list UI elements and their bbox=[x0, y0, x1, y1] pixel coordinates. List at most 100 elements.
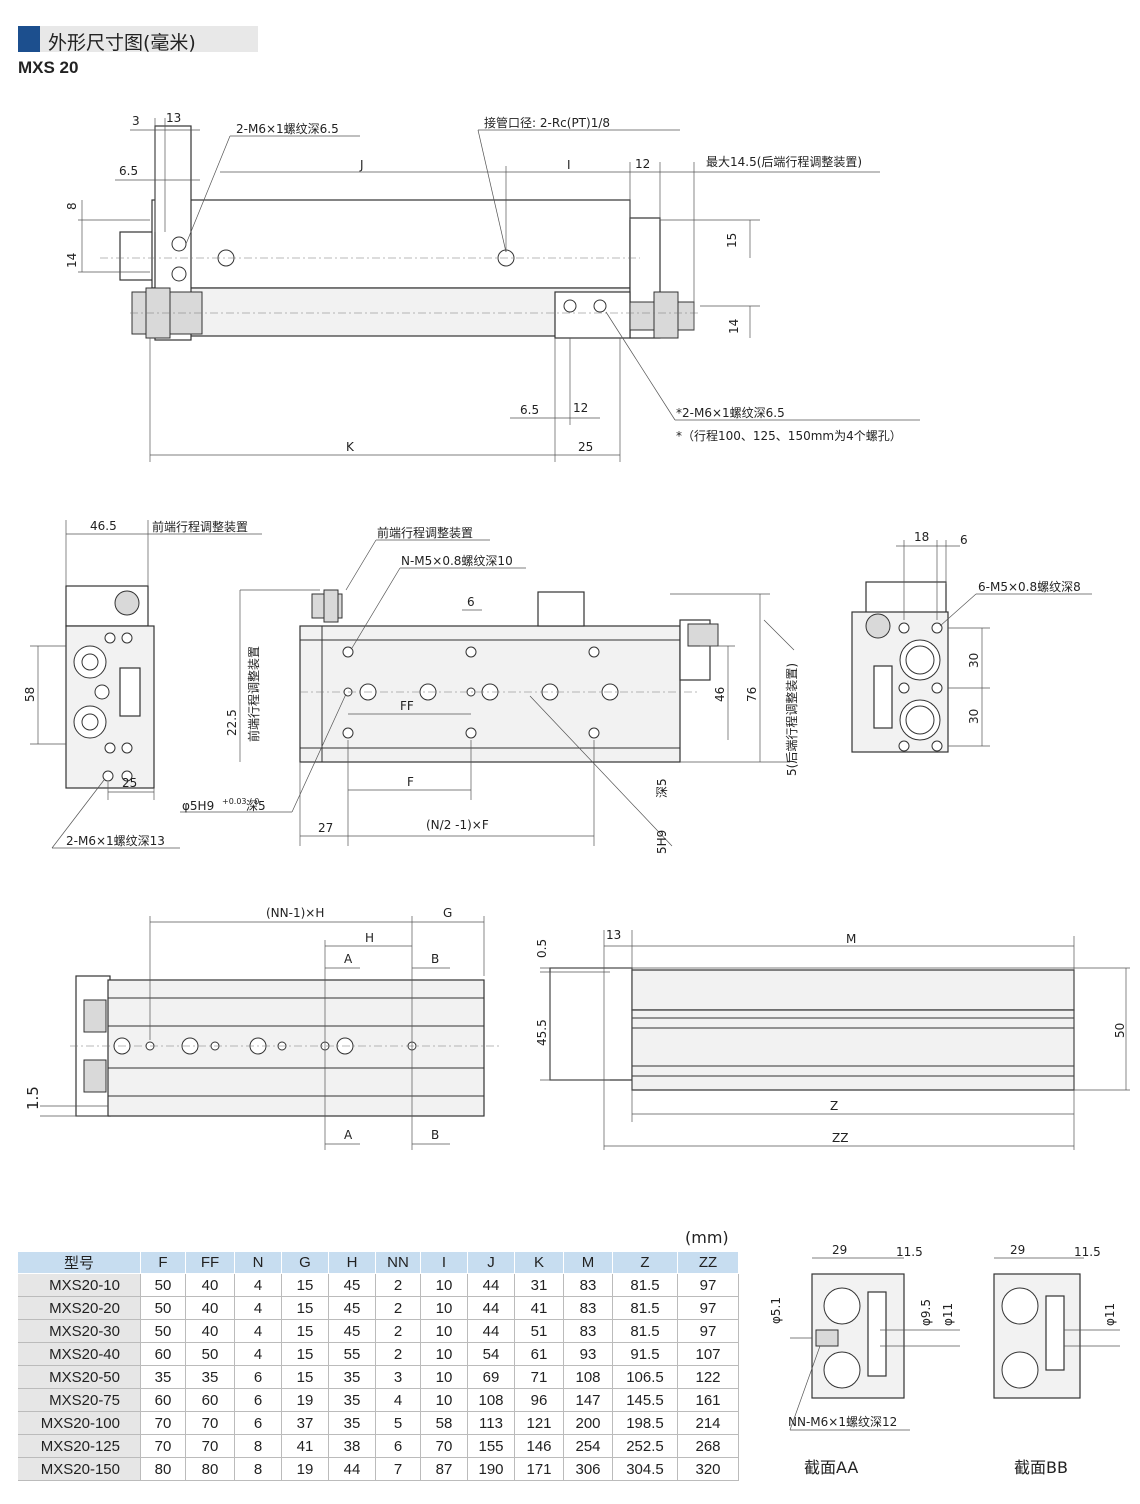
value-cell: 91.5 bbox=[612, 1342, 678, 1366]
value-cell: 5 bbox=[375, 1411, 421, 1435]
value-cell: 15 bbox=[281, 1296, 329, 1320]
column-header: F bbox=[140, 1252, 186, 1274]
value-cell: 83 bbox=[563, 1296, 613, 1320]
front-end-view: 46.5 前端行程调整装置 58 25 2-M6×1螺纹深13 bbox=[23, 519, 262, 849]
value-cell: 6 bbox=[234, 1388, 282, 1412]
value-cell: 6 bbox=[234, 1411, 282, 1435]
value-cell: 10 bbox=[420, 1296, 468, 1320]
front-bracket bbox=[119, 231, 155, 281]
value-cell: 10 bbox=[420, 1342, 468, 1366]
value-cell: 15 bbox=[281, 1365, 329, 1389]
value-cell: 71 bbox=[514, 1365, 564, 1389]
svg-text:φ11: φ11 bbox=[1103, 1303, 1117, 1326]
value-cell: 3 bbox=[375, 1365, 421, 1389]
svg-text:12: 12 bbox=[573, 401, 588, 415]
value-cell: 108 bbox=[563, 1365, 613, 1389]
value-cell: 268 bbox=[677, 1434, 739, 1458]
value-cell: 198.5 bbox=[612, 1411, 678, 1435]
value-cell: 37 bbox=[281, 1411, 329, 1435]
svg-text:6: 6 bbox=[960, 533, 968, 547]
section-header: 外形尺寸图(毫米) bbox=[18, 26, 258, 54]
bottom-view: (NN-1)×H G H A B A B 1.5 bbox=[24, 906, 500, 1150]
value-cell: 44 bbox=[467, 1319, 515, 1343]
svg-text:NN-M6×1螺纹深12: NN-M6×1螺纹深12 bbox=[788, 1415, 897, 1429]
svg-text:5(后端行程调整装置): 5(后端行程调整装置) bbox=[784, 663, 799, 776]
value-cell: 51 bbox=[514, 1319, 564, 1343]
section-title: 外形尺寸图(毫米) bbox=[48, 32, 196, 54]
value-cell: 7 bbox=[375, 1457, 421, 1481]
value-cell: 35 bbox=[140, 1365, 186, 1389]
value-cell: 107 bbox=[677, 1342, 739, 1366]
value-cell: 41 bbox=[281, 1434, 329, 1458]
value-cell: 44 bbox=[467, 1296, 515, 1320]
svg-text:15: 15 bbox=[725, 233, 739, 248]
value-cell: 38 bbox=[328, 1434, 376, 1458]
value-cell: 31 bbox=[514, 1273, 564, 1297]
section-aa: 29 11.5 φ5.1 φ9.5 φ11 NN-M6×1螺纹深12 截面AA bbox=[769, 1243, 960, 1477]
svg-text:前端行程调整装置: 前端行程调整装置 bbox=[377, 525, 473, 540]
rear-nut bbox=[653, 291, 679, 339]
value-cell: 55 bbox=[328, 1342, 376, 1366]
svg-text:45.5: 45.5 bbox=[535, 1019, 549, 1046]
column-header: H bbox=[328, 1252, 376, 1274]
svg-text:5H9: 5H9 bbox=[655, 830, 669, 854]
svg-text:6.5: 6.5 bbox=[119, 164, 138, 178]
value-cell: 70 bbox=[185, 1434, 235, 1458]
svg-text:φ5.1: φ5.1 bbox=[769, 1297, 783, 1324]
value-cell: 44 bbox=[328, 1457, 376, 1481]
svg-text:+0.03 / 0: +0.03 / 0 bbox=[222, 797, 259, 806]
value-cell: 70 bbox=[185, 1411, 235, 1435]
model-cell: MXS20-100 bbox=[18, 1411, 141, 1435]
value-cell: 4 bbox=[375, 1388, 421, 1412]
value-cell: 50 bbox=[140, 1296, 186, 1320]
svg-text:前端行程调整装置: 前端行程调整装置 bbox=[246, 646, 261, 742]
svg-text:J: J bbox=[359, 158, 364, 172]
value-cell: 106.5 bbox=[612, 1365, 678, 1389]
column-header: FF bbox=[185, 1252, 235, 1274]
value-cell: 147 bbox=[563, 1388, 613, 1412]
svg-text:φ9.5: φ9.5 bbox=[919, 1299, 933, 1326]
value-cell: 50 bbox=[140, 1319, 186, 1343]
model-cell: MXS20-40 bbox=[18, 1342, 141, 1366]
svg-text:G: G bbox=[443, 906, 452, 920]
value-cell: 83 bbox=[563, 1319, 613, 1343]
svg-text:1.5: 1.5 bbox=[24, 1086, 42, 1110]
value-cell: 4 bbox=[234, 1296, 282, 1320]
value-cell: 4 bbox=[234, 1319, 282, 1343]
value-cell: 45 bbox=[328, 1319, 376, 1343]
svg-text:3: 3 bbox=[132, 114, 140, 128]
svg-text:B: B bbox=[431, 952, 439, 966]
svg-text:截面BB: 截面BB bbox=[1014, 1458, 1068, 1477]
value-cell: 35 bbox=[328, 1388, 376, 1412]
value-cell: 10 bbox=[420, 1388, 468, 1412]
value-cell: 87 bbox=[420, 1457, 468, 1481]
value-cell: 97 bbox=[677, 1319, 739, 1343]
svg-text:2-M6×1螺纹深6.5: 2-M6×1螺纹深6.5 bbox=[236, 122, 339, 136]
svg-text:76: 76 bbox=[745, 687, 759, 702]
rear-block bbox=[554, 291, 631, 339]
value-cell: 35 bbox=[328, 1365, 376, 1389]
svg-text:φ11: φ11 bbox=[941, 1303, 955, 1326]
svg-text:46: 46 bbox=[713, 687, 727, 702]
value-cell: 108 bbox=[467, 1388, 515, 1412]
value-cell: 145.5 bbox=[612, 1388, 678, 1412]
svg-text:14: 14 bbox=[727, 319, 741, 334]
svg-text:11.5: 11.5 bbox=[896, 1245, 923, 1259]
svg-text:截面AA: 截面AA bbox=[804, 1458, 858, 1477]
svg-text:6-M5×0.8螺纹深8: 6-M5×0.8螺纹深8 bbox=[978, 580, 1081, 594]
svg-text:29: 29 bbox=[832, 1243, 847, 1257]
value-cell: 190 bbox=[467, 1457, 515, 1481]
value-cell: 40 bbox=[185, 1296, 235, 1320]
value-cell: 320 bbox=[677, 1457, 739, 1481]
top-view: 3 13 6.5 8 14 2-M6×1螺纹深6.5 接管口径: 2-Rc(PT… bbox=[65, 111, 920, 462]
value-cell: 60 bbox=[140, 1388, 186, 1412]
value-cell: 58 bbox=[420, 1411, 468, 1435]
value-cell: 2 bbox=[375, 1273, 421, 1297]
model-cell: MXS20-50 bbox=[18, 1365, 141, 1389]
value-cell: 10 bbox=[420, 1365, 468, 1389]
